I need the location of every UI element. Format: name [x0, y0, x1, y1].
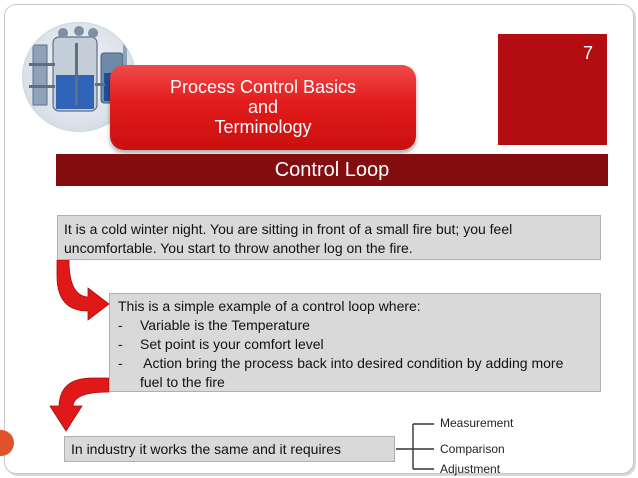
requirement-comparison: Comparison: [440, 442, 505, 456]
bullet-item: - Variable is the Temperature: [118, 316, 592, 335]
bullet-item: - Set point is your comfort level: [118, 335, 592, 354]
bullet-text-continued: fuel to the fire: [140, 374, 225, 390]
decorative-dot: [0, 430, 14, 456]
requirement-measurement: Measurement: [440, 416, 514, 430]
requirement-adjustment: Adjustment: [440, 462, 501, 476]
title-line-3: Terminology: [214, 117, 312, 137]
curved-arrow-down-right-icon: [56, 259, 110, 321]
example-text-box: This is a simple example of a control lo…: [109, 293, 601, 392]
intro-line-1: It is a cold winter night. You are sitti…: [64, 221, 513, 237]
bullet-text: Variable is the Temperature: [140, 317, 310, 333]
intro-text-box: It is a cold winter night. You are sitti…: [57, 215, 601, 260]
bullet-item: - Action bring the process back into des…: [118, 354, 592, 392]
industry-text: In industry it works the same and it req…: [71, 441, 342, 457]
title-line-1: Process Control Basics: [169, 77, 357, 97]
example-heading: This is a simple example of a control lo…: [118, 298, 421, 314]
curved-arrow-down-left-icon: [49, 377, 110, 432]
title-banner: Process Control Basics and Terminology: [110, 65, 416, 150]
industry-text-box: In industry it works the same and it req…: [64, 436, 395, 462]
bullet-dash: -: [118, 336, 123, 352]
page-number: 7: [582, 43, 593, 63]
title-line-2: and: [247, 97, 279, 117]
section-title: Control Loop: [56, 154, 608, 186]
bullet-dash: -: [118, 317, 123, 333]
requirements-list: Measurement Comparison Adjustment: [396, 412, 536, 476]
bullet-text: Set point is your comfort level: [140, 336, 324, 352]
page-number-box: 7: [498, 34, 607, 145]
intro-line-2: uncomfortable. You start to throw anothe…: [64, 240, 413, 256]
bullet-dash: -: [118, 355, 123, 371]
bullet-text: Action bring the process back into desir…: [140, 355, 564, 371]
requirements-bracket: [396, 423, 434, 470]
